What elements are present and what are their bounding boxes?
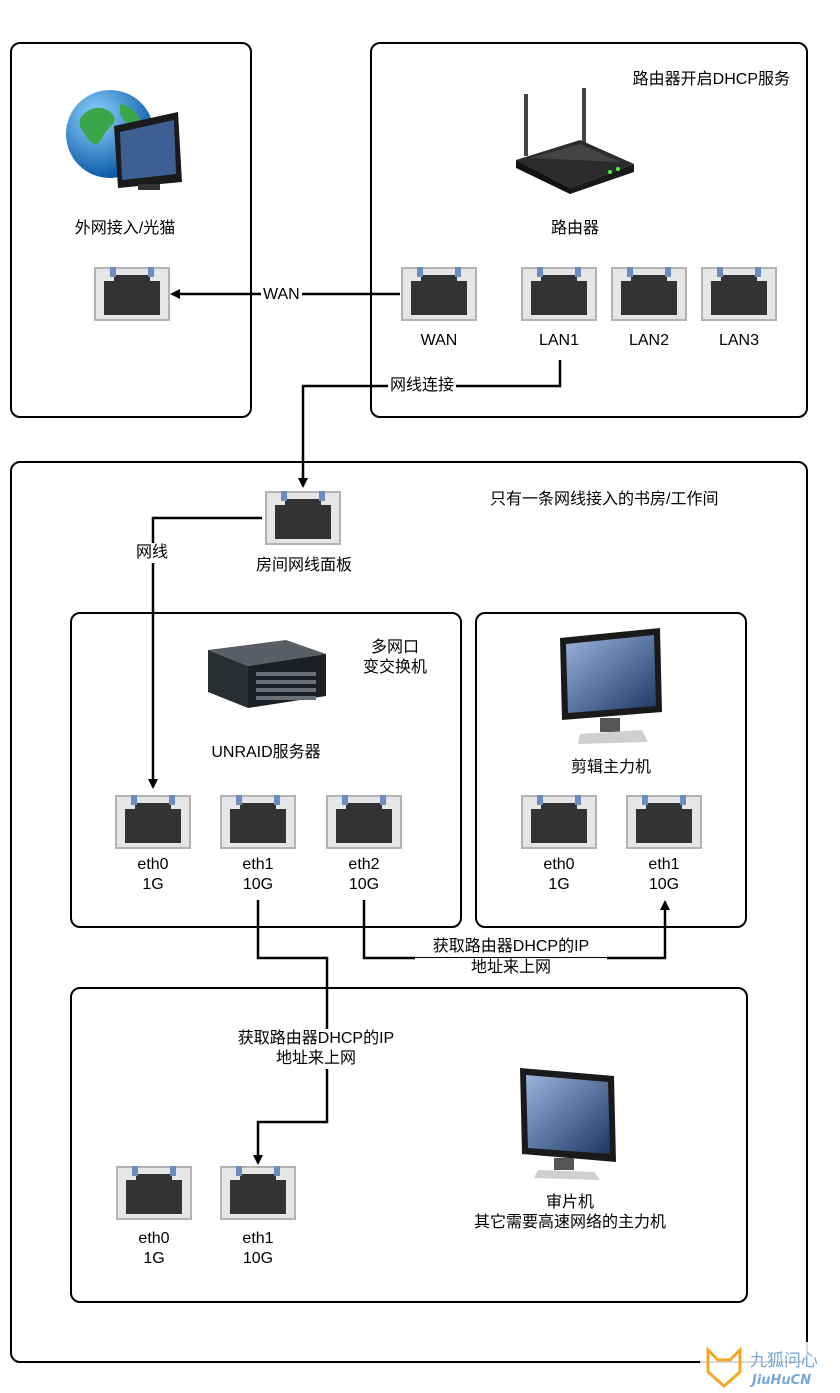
study-box: [10, 461, 808, 1363]
editor-monitor-icon: [560, 628, 662, 744]
router-wan-port-icon: [401, 267, 477, 321]
dhcp-review-label-line1: 获取路由器DHCP的IP: [220, 1029, 412, 1049]
server-note-line1: 多网口: [370, 639, 419, 656]
server-eth0-port-icon: [115, 795, 191, 849]
editor-box: [475, 612, 747, 928]
internet-globe-icon: [66, 90, 182, 190]
router-lan2-port-icon: [611, 267, 687, 321]
router-lan1-port-icon: [521, 267, 597, 321]
svg-text:九狐问心: 九狐问心: [750, 1351, 818, 1371]
server-icon: [208, 640, 326, 708]
server-eth2-name: eth2: [348, 856, 380, 873]
dhcp-editor-label-line1: 获取路由器DHCP的IP: [415, 937, 607, 957]
editor-eth1-port-icon: [626, 795, 702, 849]
router-lan3-port-icon: [701, 267, 777, 321]
review-title-line2: 其它需要高速网络的主力机: [473, 1214, 666, 1231]
review-eth0-port-icon: [116, 1166, 192, 1220]
editor-eth1-speed: 10G: [648, 876, 680, 893]
router-lan3-label: LAN3: [718, 332, 760, 349]
router-title: 路由器: [550, 220, 599, 237]
server-title: UNRAID服务器: [211, 744, 321, 761]
dhcp-editor-label-line2: 地址来上网: [415, 958, 607, 978]
cable-connect-edge-label: 网线连接: [388, 376, 457, 396]
router-note: 路由器开启DHCP服务: [632, 71, 790, 88]
server-eth1-port-icon: [220, 795, 296, 849]
server-note-line2: 变交换机: [362, 659, 427, 676]
review-eth0-speed: 1G: [143, 1250, 165, 1267]
editor-eth0-name: eth0: [543, 856, 575, 873]
server-eth1-name: eth1: [242, 856, 274, 873]
svg-text:JiuHuCN: JiuHuCN: [749, 1373, 811, 1388]
wan-edge-label: WAN: [261, 285, 302, 305]
editor-title: 剪辑主力机: [570, 759, 651, 776]
review-eth1-speed: 10G: [242, 1250, 274, 1267]
router-lan1-label: LAN1: [538, 332, 580, 349]
review-eth0-name: eth0: [138, 1230, 170, 1247]
server-eth2-port-icon: [326, 795, 402, 849]
panel-to-server-link: [148, 516, 262, 789]
review-box: [70, 987, 748, 1303]
wall-panel-port-icon: [265, 491, 341, 545]
editor-eth1-name: eth1: [648, 856, 680, 873]
cable-edge-label: 网线: [134, 543, 171, 563]
review-title-line1: 审片机: [545, 1194, 594, 1211]
review-eth1-name: eth1: [242, 1230, 274, 1247]
wall-panel-label: 房间网线面板: [255, 557, 352, 574]
isp-port-icon: [94, 267, 170, 321]
review-eth1-port-icon: [220, 1166, 296, 1220]
editor-eth0-port-icon: [521, 795, 597, 849]
server-eth0-name: eth0: [137, 856, 169, 873]
editor-eth0-speed: 1G: [548, 876, 570, 893]
isp-title: 外网接入/光猫: [74, 220, 176, 237]
watermark-fox-logo: 九狐问心 JiuHuCN: [700, 1342, 836, 1390]
server-box: [70, 612, 462, 928]
router-box: [370, 42, 808, 418]
dhcp-review-label-line2: 地址来上网: [220, 1049, 412, 1069]
isp-box: [10, 42, 252, 418]
study-note: 只有一条网线接入的书房/工作间: [490, 491, 719, 508]
review-monitor-icon: [520, 1068, 616, 1180]
server-eth1-speed: 10G: [242, 876, 274, 893]
server-eth2-speed: 10G: [348, 876, 380, 893]
router-icon: [516, 88, 634, 194]
router-lan2-label: LAN2: [628, 332, 670, 349]
router-wan-label: WAN: [420, 332, 458, 349]
server-eth0-speed: 1G: [142, 876, 164, 893]
